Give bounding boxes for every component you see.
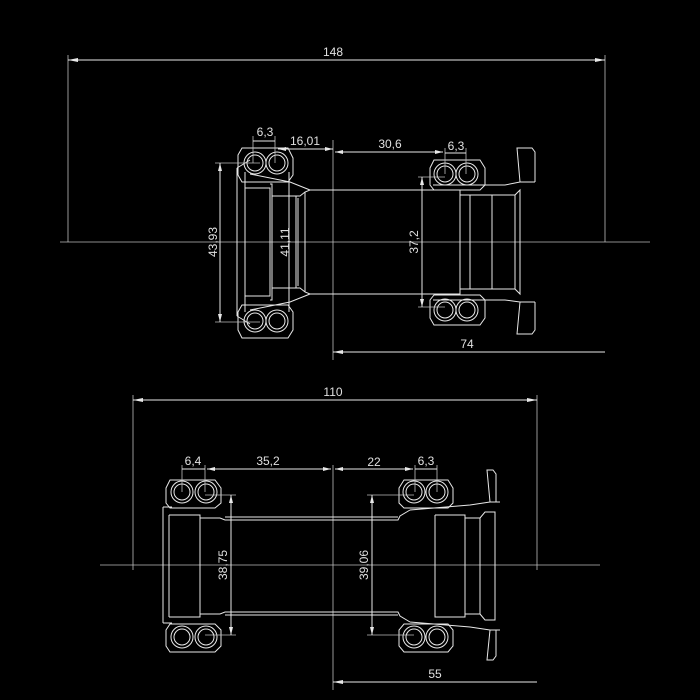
top-hub-outline xyxy=(236,147,536,335)
bottom-bearing-right-upper xyxy=(398,479,454,509)
dim-35-2: 35,2 xyxy=(256,454,280,468)
top-bearing-left-lower xyxy=(237,304,294,339)
dim-16-01: 16,01 xyxy=(290,134,320,148)
dim-6-4: 6,4 xyxy=(185,454,202,468)
top-bearing-left-upper xyxy=(237,147,294,183)
dim-43-93: 43,93 xyxy=(206,227,220,257)
dim-top-6-3-left: 6,3 xyxy=(257,125,274,139)
bottom-bearing-left-upper xyxy=(165,479,222,509)
top-view: 148 6,3 16,01 xyxy=(60,45,650,360)
dim-41-11: 41,11 xyxy=(278,227,292,256)
dim-148: 148 xyxy=(323,45,343,59)
dim-55: 55 xyxy=(428,667,442,681)
top-bearing-right-lower xyxy=(429,294,486,326)
bottom-bearing-left-lower xyxy=(165,623,222,653)
dim-bottom-6-3: 6,3 xyxy=(418,454,435,468)
bottom-view: 110 6,4 35,2 22 xyxy=(100,385,600,690)
bottom-hub-outline xyxy=(162,469,500,661)
dim-30-6: 30,6 xyxy=(378,137,402,151)
top-bearing-right-upper xyxy=(429,159,486,191)
dim-38-75: 38,75 xyxy=(216,550,230,580)
dim-74: 74 xyxy=(460,337,474,351)
dim-top-6-3-right: 6,3 xyxy=(448,139,465,153)
bottom-bearing-right-lower xyxy=(398,623,454,653)
dim-110: 110 xyxy=(323,385,342,399)
dim-22: 22 xyxy=(367,455,381,469)
dim-39-06: 39,06 xyxy=(357,550,371,580)
dim-37-2: 37,2 xyxy=(407,230,421,254)
